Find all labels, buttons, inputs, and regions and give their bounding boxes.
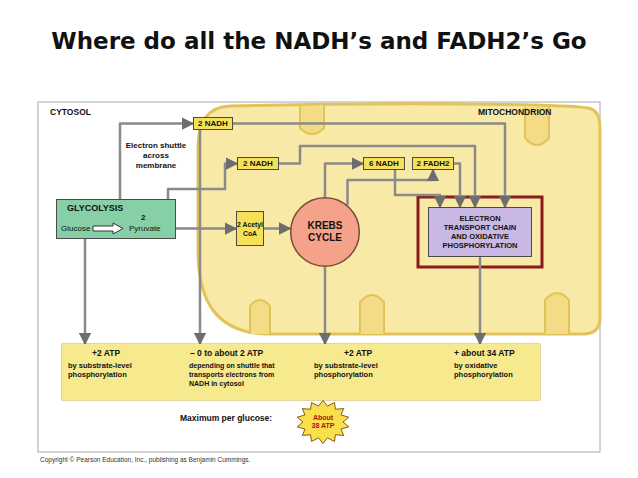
crista	[545, 293, 569, 334]
highlight-frame	[418, 197, 542, 267]
atp-amount: +2 ATP	[344, 348, 418, 358]
node-text: About 38 ATP	[310, 414, 336, 430]
text-holder: 2 NADH	[194, 118, 232, 129]
flow-arrow	[454, 164, 460, 208]
text-holder: 6 NADH	[364, 158, 404, 169]
region-label: CYTOSOL	[50, 107, 91, 117]
acetyl-coa-box: 2 Acetyl CoA	[236, 211, 264, 246]
node-text: ELECTRON TRANSPORT CHAIN AND OXIDATIVE P…	[436, 214, 524, 250]
atp-yield-cell: + about 34 ATP by oxidative phosphorylati…	[418, 344, 540, 400]
molecule-label: Glucose	[61, 224, 90, 233]
text-holder: GLYCOLYSIS 2Glucose Pyruvate	[57, 200, 175, 238]
node-text: KREBS CYCLE	[300, 220, 350, 244]
copyright-note: Copyright © Pearson Education, Inc., pub…	[40, 456, 250, 463]
text-holder: 2 FADH2	[413, 158, 453, 169]
node-text: 2 FADH2	[417, 159, 450, 168]
atp-band	[62, 344, 540, 400]
crista	[360, 295, 384, 334]
nadh-box: 2 NADH	[193, 117, 233, 130]
flow-arrow	[120, 124, 193, 200]
flow-arrow	[264, 227, 290, 230]
atp-note: by oxidative phosphorylation	[454, 361, 526, 379]
total-label: Maximum per glucose:	[180, 413, 272, 423]
node-text: 6 NADH	[369, 159, 399, 168]
page-title: Where do all the NADH’s and FADH2’s Go	[0, 28, 638, 54]
text-holder: + about 34 ATP by oxidative phosphorylati…	[418, 344, 540, 400]
flow-arrow	[279, 146, 475, 207]
node-text: 2 Acetyl CoA	[237, 220, 263, 238]
figure-frame	[38, 102, 600, 452]
text-holder: KREBS CYCLE	[290, 197, 360, 267]
flow-arrow	[168, 164, 237, 200]
text-holder: 2 Acetyl CoA	[237, 212, 263, 245]
text-holder: About 38 ATP	[296, 400, 350, 444]
text-holder: 2 NADH	[238, 158, 278, 169]
text-holder: +2 ATP by substrate-level phosphorylation	[62, 344, 185, 400]
atp-amount: + about 34 ATP	[454, 348, 540, 358]
flow-arrow	[348, 170, 434, 205]
count-label: 2	[141, 213, 145, 222]
atp-yield-cell: +2 ATP by substrate-level phosphorylation	[62, 344, 185, 400]
crista	[300, 105, 324, 134]
fadh2-box: 2 FADH2	[412, 157, 454, 170]
krebs-cycle-circle: KREBS CYCLE	[290, 197, 360, 267]
mitochondrion-outline	[198, 104, 600, 334]
flow-arrow	[199, 130, 202, 344]
glycolysis-box: GLYCOLYSIS 2Glucose Pyruvate	[56, 199, 176, 239]
text-holder: ELECTRON TRANSPORT CHAIN AND OXIDATIVE P…	[429, 208, 531, 256]
text-holder: – 0 to about 2 ATP depending on shuttle t…	[185, 344, 300, 400]
etc-box: ELECTRON TRANSPORT CHAIN AND OXIDATIVE P…	[428, 207, 532, 257]
starburst-outline	[297, 400, 349, 443]
node-text: 2 NADH	[243, 159, 273, 168]
flow-arrow	[84, 239, 87, 344]
atp-yield-cell: +2 ATP by substrate-level phosphorylation	[300, 344, 418, 400]
atp-yield-cell: – 0 to about 2 ATP depending on shuttle t…	[185, 344, 300, 400]
flow-arrow	[395, 170, 440, 207]
atp-amount: – 0 to about 2 ATP	[190, 348, 300, 358]
atp-note: by substrate-level phosphorylation	[68, 361, 156, 379]
atp-amount: +2 ATP	[92, 348, 185, 358]
molecule-label: Pyruvate	[129, 224, 161, 233]
nadh-box: 2 NADH	[237, 157, 279, 170]
process-title: GLYCOLYSIS	[67, 203, 123, 213]
cycle-circle-outline	[291, 198, 360, 267]
text-holder: +2 ATP by substrate-level phosphorylation	[300, 344, 418, 400]
flow-arrow	[324, 267, 327, 344]
node-text: 2 NADH	[198, 119, 228, 128]
atp-note: depending on shuttle that transports ele…	[189, 361, 295, 388]
atp-note: by substrate-level phosphorylation	[314, 361, 402, 379]
flow-arrow	[479, 257, 482, 344]
flow-arrow	[176, 227, 236, 230]
region-label: MITOCHONDRION	[478, 107, 552, 117]
total-starburst: About 38 ATP	[296, 400, 350, 444]
flow-arrow	[233, 124, 505, 208]
nadh-box: 6 NADH	[363, 157, 405, 170]
crista	[250, 300, 270, 334]
shuttle-note: Electron shuttle across membrane	[122, 141, 190, 171]
